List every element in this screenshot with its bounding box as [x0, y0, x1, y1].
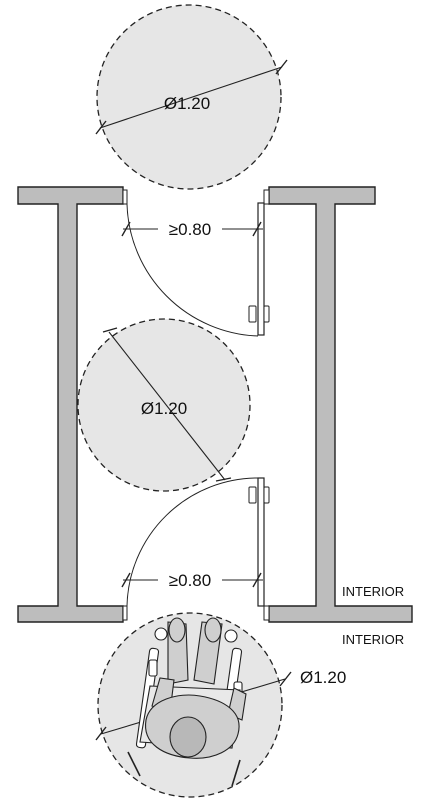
- door-top: [126, 202, 270, 337]
- door-width-top-label: ≥0.80: [169, 220, 211, 239]
- wall-right: [268, 186, 413, 623]
- turning-circle-bottom-label: Ø1.20: [300, 668, 346, 687]
- door-jambs: [122, 189, 270, 621]
- turning-circle-middle: [77, 318, 251, 492]
- door-width-bottom-label: ≥0.80: [169, 571, 211, 590]
- door-handle-icon: [248, 305, 270, 323]
- turning-circle-middle-label: Ø1.20: [141, 399, 187, 418]
- dimension-door-bottom: [121, 572, 263, 588]
- interior-label-upper: INTERIOR: [342, 584, 404, 599]
- turning-circle-top-label: Ø1.20: [164, 94, 210, 113]
- wheelchair-user-icon: [127, 617, 247, 787]
- turning-circle-top: [95, 4, 288, 190]
- dimension-door-top: [121, 221, 263, 237]
- door-bottom: [126, 477, 270, 607]
- interior-label-lower: INTERIOR: [342, 632, 404, 647]
- door-handle-icon: [248, 486, 270, 504]
